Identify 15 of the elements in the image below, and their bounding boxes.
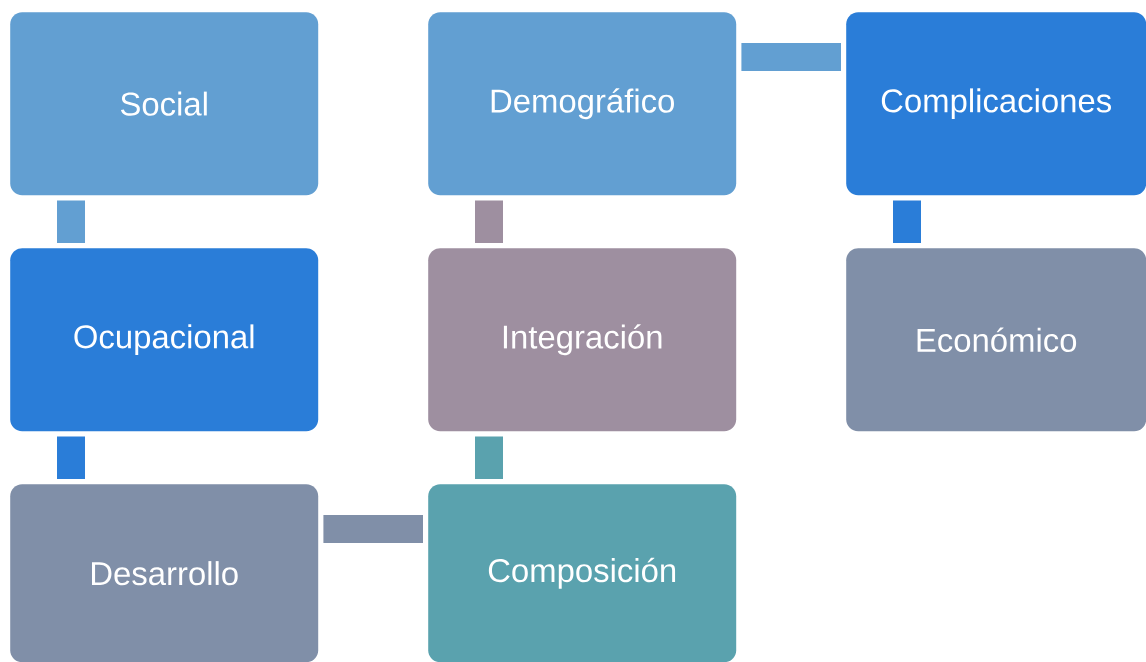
process-box: Económico <box>846 248 1146 432</box>
process-box: Composición <box>428 484 737 662</box>
process-box: Desarrollo <box>10 484 319 662</box>
process-box: Demográfico <box>428 12 737 196</box>
connector-bar <box>57 200 85 243</box>
connector-bar <box>323 515 423 543</box>
connector-bar <box>475 436 503 479</box>
connector-bar <box>475 200 503 243</box>
connector-bar <box>741 43 841 71</box>
process-box: Integración <box>428 248 737 432</box>
connector-bar <box>57 436 85 479</box>
process-box: Complicaciones <box>846 12 1146 196</box>
connector-bar <box>893 200 921 243</box>
process-box: Ocupacional <box>10 248 319 432</box>
process-box: Social <box>10 12 319 196</box>
